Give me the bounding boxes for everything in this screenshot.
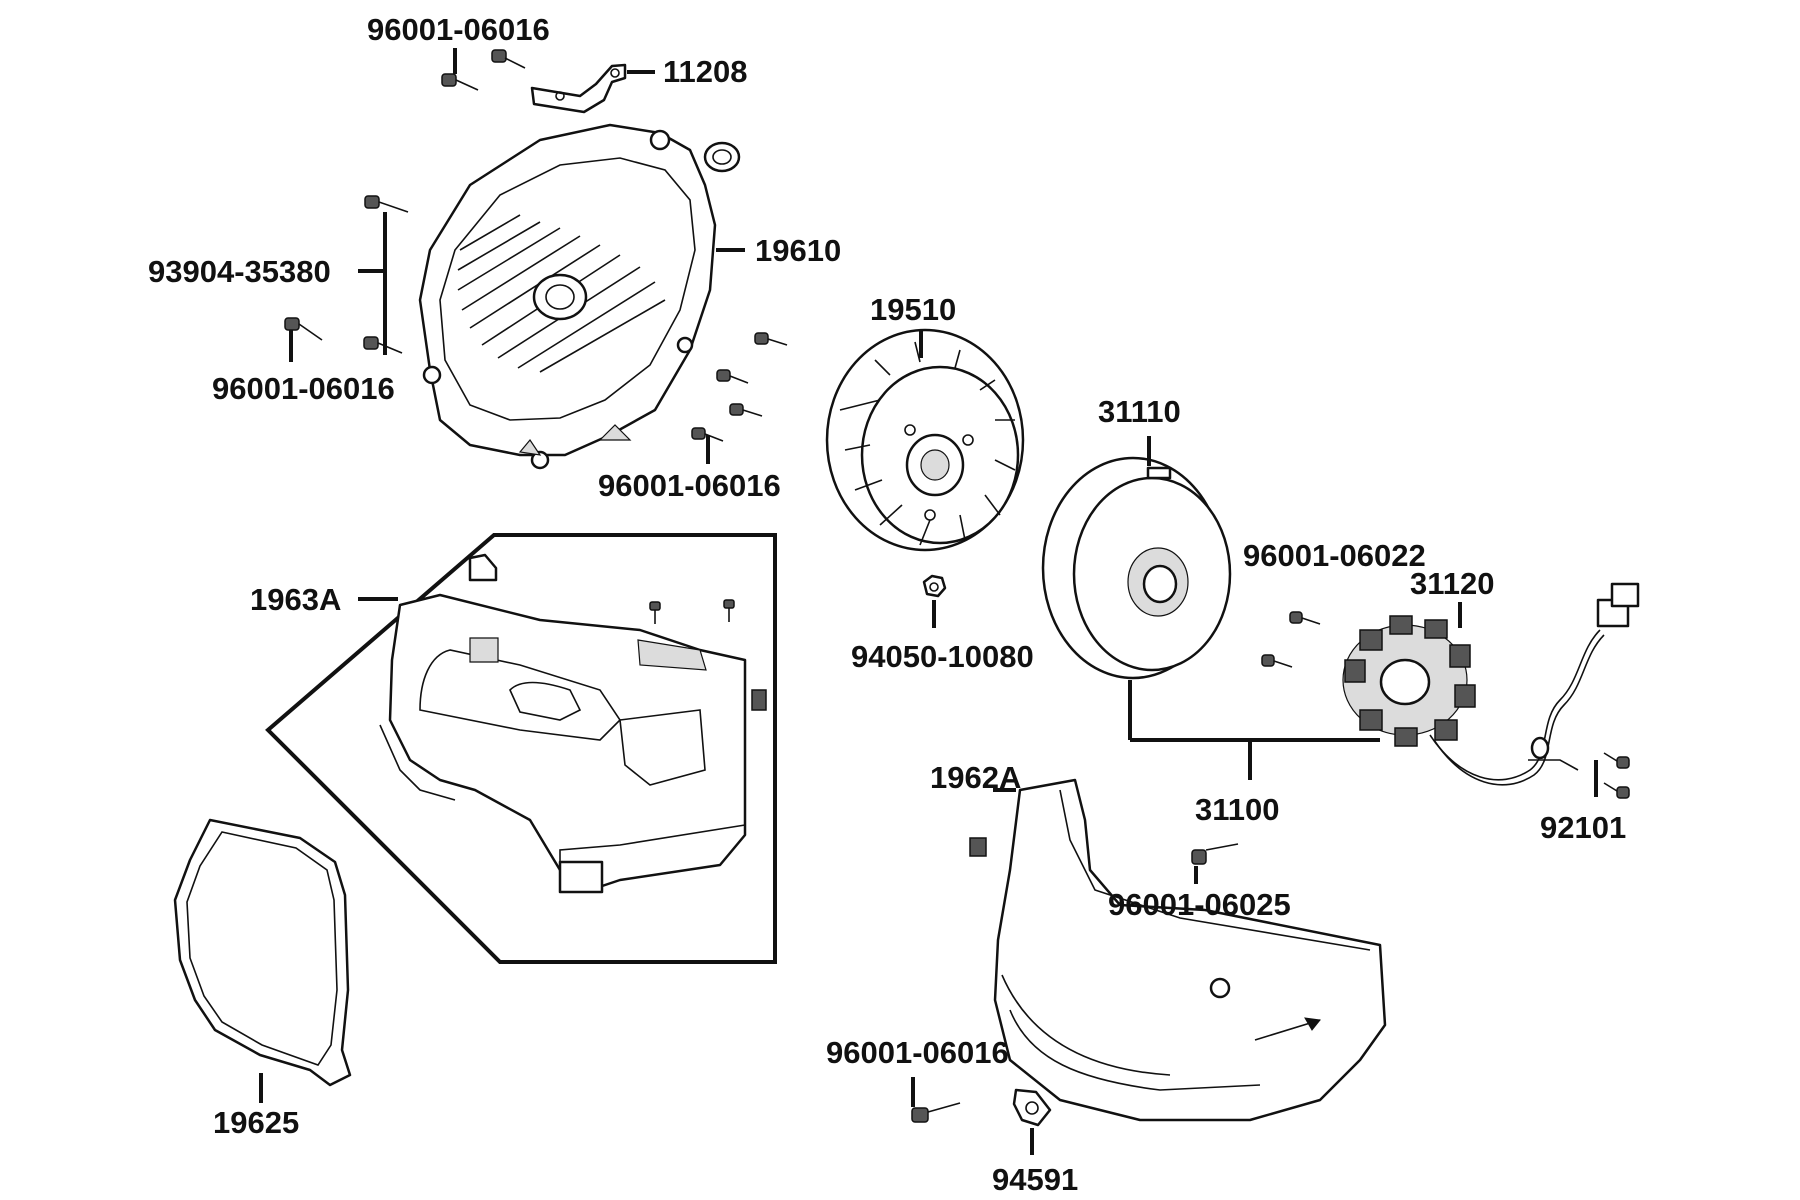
screw-mid-1	[754, 332, 788, 346]
screw-mid-3	[729, 403, 763, 417]
label-19610: 19610	[755, 233, 841, 268]
label-94050-10080: 94050-10080	[851, 639, 1034, 674]
bracket-11208	[530, 63, 627, 114]
label-19625: 19625	[213, 1105, 299, 1140]
leader-lines	[259, 48, 1598, 1155]
label-96001-06016-top: 96001-06016	[367, 12, 550, 47]
shroud-screws	[649, 599, 735, 624]
label-1963A: 1963A	[250, 582, 341, 617]
screw-mid-2	[716, 369, 749, 384]
label-96001-06016-left: 96001-06016	[212, 371, 395, 406]
rubber-plug	[703, 141, 741, 173]
label-96001-06016-mid: 96001-06016	[598, 468, 781, 503]
label-19510: 19510	[870, 292, 956, 327]
label-31110: 31110	[1098, 394, 1181, 429]
label-1962A: 1962A	[930, 760, 1021, 795]
flywheel-31110	[1041, 456, 1232, 680]
screw-top-2	[491, 49, 526, 69]
screw-96001-06016-bottom	[911, 1102, 961, 1123]
shroud-1963A-box	[265, 533, 777, 964]
screw-96001-06025	[1191, 843, 1239, 865]
label-93904-35380: 93904-35380	[148, 254, 331, 289]
screw-92101-a	[1603, 752, 1630, 769]
fan-cover-19610	[418, 123, 717, 470]
nut-94050-10080	[922, 574, 947, 598]
label-96001-06025: 96001-06025	[1108, 887, 1291, 922]
wire-harness	[1429, 582, 1640, 786]
part-labels: 96001-06016 11208 19610 93904-35380 9600…	[148, 12, 1626, 1197]
label-31100: 31100	[1195, 792, 1280, 827]
label-92101: 92101	[1540, 810, 1626, 845]
clip-94591	[1012, 1088, 1052, 1127]
screw-left-1	[364, 195, 409, 213]
stator-31120	[1342, 615, 1476, 747]
screw-96001-06022-a	[1289, 611, 1321, 625]
screw-left-2	[363, 336, 403, 354]
screw-96001-06022-b	[1261, 654, 1293, 668]
label-96001-06016-bottom: 96001-06016	[826, 1035, 1009, 1070]
gasket-19625	[173, 818, 352, 1087]
label-11208: 11208	[663, 54, 748, 89]
lower-shroud-1962A	[969, 778, 1387, 1122]
cooling-fan-19510	[825, 328, 1025, 552]
label-96001-06022: 96001-06022	[1243, 538, 1426, 573]
label-31120: 31120	[1410, 566, 1495, 601]
screw-top-1	[441, 73, 479, 91]
label-94591: 94591	[992, 1162, 1078, 1197]
screw-92101-b	[1603, 782, 1630, 799]
